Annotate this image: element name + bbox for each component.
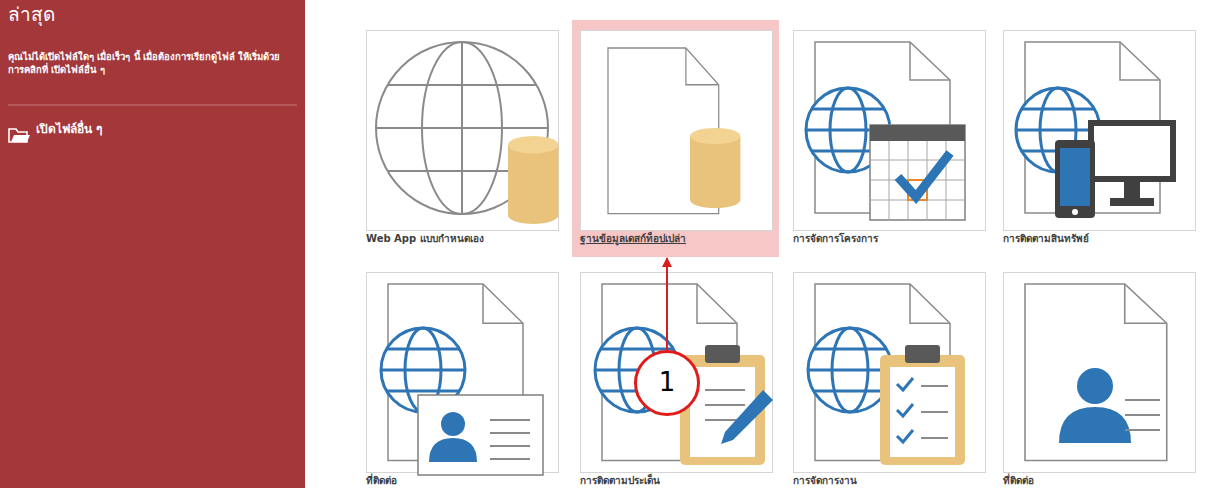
open-other-link: เปิดไฟล์อื่น ๆ xyxy=(36,123,286,137)
callout-circle: 1 xyxy=(633,349,701,417)
template-label: การจัดการโครงการ xyxy=(793,233,985,245)
template-label: ฐานข้อมูลเดสก์ท็อปเปล่า xyxy=(580,233,775,245)
template-label: ที่ติดต่อ xyxy=(366,475,558,487)
callout-arrow xyxy=(666,258,668,351)
template-tile: การจัดการงาน xyxy=(793,272,985,488)
template-tile: การจัดการโครงการ xyxy=(793,30,985,246)
template-label: ที่ติดต่อ xyxy=(1003,475,1195,487)
panel-title: ล่าสุด xyxy=(8,4,288,26)
template-label: การติดตามสินทรัพย์ xyxy=(1003,233,1195,245)
template-label: การติดตามประเด็น xyxy=(580,475,772,487)
callout-number: 1 xyxy=(633,349,701,417)
selected-template-tile: ฐานข้อมูลเดสก์ท็อปเปล่า xyxy=(572,20,779,257)
template-tile: การติดตามสินทรัพย์ xyxy=(1003,30,1195,246)
template-tile: ที่ติดต่อ xyxy=(366,272,558,488)
panel-note: คุณไม่ได้เปิดไฟล์ใดๆ เมื่อเร็วๆ นี้ เมื่… xyxy=(8,50,288,77)
template-tile: ที่ติดต่อ xyxy=(1003,272,1195,488)
template-label: Web App แบบกำหนดเอง xyxy=(366,233,558,245)
template-tile: Web App แบบกำหนดเอง xyxy=(366,30,558,246)
template-label: การจัดการงาน xyxy=(793,475,985,487)
recent-panel: ล่าสุดคุณไม่ได้เปิดไฟล์ใดๆ เมื่อเร็วๆ นี… xyxy=(0,0,305,200)
